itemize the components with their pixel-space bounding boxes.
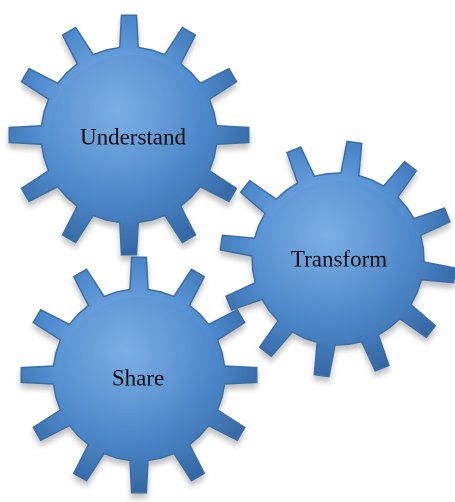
gear-transform: Transform (219, 140, 455, 378)
gear-share-body-shade (61, 297, 217, 453)
gear-transform-body-shade (260, 181, 416, 337)
gear-share: Share (20, 256, 258, 494)
gear-transform-label: Transform (291, 246, 387, 271)
gear-understand-body-shade (49, 55, 209, 215)
gear-share-label: Share (112, 365, 164, 390)
gear-understand: Understand (8, 14, 250, 256)
gear-understand-label: Understand (80, 124, 187, 149)
